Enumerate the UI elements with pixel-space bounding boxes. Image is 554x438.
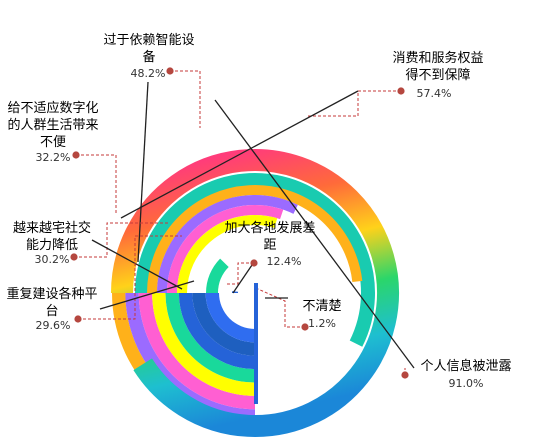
category-label-line: 距 xyxy=(263,238,276,253)
bar-arc xyxy=(167,205,284,294)
ring-tail-band xyxy=(152,293,255,396)
ring-tail-band xyxy=(205,293,255,343)
category-labels: 个人信息被泄露 91.0% 消费和服务权益得不到保障 57.4% 过于依赖智能设备 48.… xyxy=(6,33,511,390)
leader-line xyxy=(232,264,253,294)
value-label: 32.2% xyxy=(36,151,71,164)
ring-arcs xyxy=(111,149,399,437)
category-label-line: 不清楚 xyxy=(302,299,341,314)
category-label-line: 个人信息被泄露 xyxy=(420,358,511,374)
ring-tail-band xyxy=(165,293,255,383)
category-label-line: 加大各地发展差 xyxy=(224,220,315,236)
leader-dashed xyxy=(307,90,401,117)
leader-line xyxy=(91,239,183,290)
leader-line xyxy=(99,280,195,310)
value-label: 91.0% xyxy=(449,377,484,390)
ring-tail-band xyxy=(138,293,255,410)
bar-arc xyxy=(111,149,399,437)
leader-dot xyxy=(70,253,78,261)
bar-arc xyxy=(135,173,375,347)
category-label-line: 的人群生活带来 xyxy=(7,117,98,133)
value-label: 48.2% xyxy=(131,67,166,80)
category-label-line: 重复建设各种平 xyxy=(6,286,97,302)
value-label: 30.2% xyxy=(35,253,70,266)
category-label-line: 过于依赖智能设 xyxy=(103,33,194,48)
value-label: 57.4% xyxy=(417,87,452,100)
value-label: 29.6% xyxy=(36,319,71,332)
category-label-line: 得不到保障 xyxy=(405,67,470,83)
category-label: 个人信息被泄露 xyxy=(420,358,511,374)
category-label: 加大各地发展差距 xyxy=(224,220,315,253)
leader-dashed xyxy=(227,262,254,285)
leader-line xyxy=(120,90,359,219)
value-label: 1.2% xyxy=(308,317,336,330)
leader-line xyxy=(137,81,149,263)
leader-dot xyxy=(166,67,174,75)
leader-lines xyxy=(70,67,415,379)
category-label: 不清楚 xyxy=(302,299,341,314)
bar-arc xyxy=(147,185,363,294)
leader-dot xyxy=(397,87,405,95)
category-label: 消费和服务权益得不到保障 xyxy=(392,50,483,83)
category-label-line: 越来越宅社交 xyxy=(13,220,91,236)
category-label: 重复建设各种平台 xyxy=(6,286,97,319)
category-label-line: 给不适应数字化 xyxy=(7,100,98,116)
leader-dot xyxy=(401,371,409,379)
leader-dashed xyxy=(76,154,117,215)
ring-tail-band xyxy=(178,293,255,370)
category-label-line: 能力降低 xyxy=(26,238,78,253)
ring-tail-band xyxy=(192,293,255,356)
leader-dashed xyxy=(170,70,201,128)
bar-arc xyxy=(206,258,229,294)
category-label: 过于依赖智能设备 xyxy=(103,33,194,65)
leader-dot xyxy=(301,323,309,331)
category-label-line: 备 xyxy=(142,49,155,65)
tail-divider xyxy=(254,283,258,404)
bar-arc xyxy=(177,215,278,294)
value-label: 12.4% xyxy=(267,255,302,268)
category-label: 给不适应数字化的人群生活带来不便 xyxy=(7,100,98,150)
category-label: 越来越宅社交能力降低 xyxy=(13,220,91,253)
bar-arc xyxy=(157,195,298,294)
leader-dot xyxy=(72,151,80,159)
category-label-line: 消费和服务权益 xyxy=(392,50,483,66)
leader-dashed xyxy=(74,222,168,258)
category-label-line: 不便 xyxy=(40,135,66,150)
leader-dot xyxy=(74,315,82,323)
category-label-line: 台 xyxy=(45,304,58,319)
leader-dashed xyxy=(257,288,305,328)
leader-line xyxy=(214,99,415,369)
leader-dot xyxy=(250,259,258,267)
